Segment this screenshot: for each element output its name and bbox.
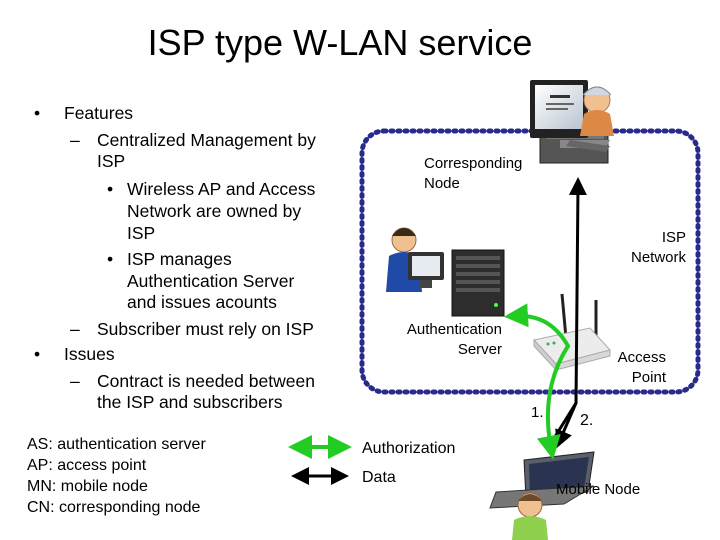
bullet-issues: Issues bbox=[64, 344, 115, 364]
sub-bullet-centralized: Centralized Management by bbox=[97, 130, 316, 150]
sub-sub-bullet-owned-cont: Network are owned by bbox=[127, 201, 302, 221]
dash-marker: – bbox=[70, 130, 80, 150]
page-title: ISP type W-LAN service bbox=[147, 22, 533, 63]
authentication-server-label-line2: Server bbox=[457, 341, 502, 358]
authentication-server-icon bbox=[386, 227, 505, 317]
sub-bullet-contract: Contract is needed between bbox=[97, 371, 315, 391]
isp-network-label: ISP Network bbox=[612, 228, 686, 268]
access-point-label-line1: Access bbox=[617, 349, 666, 366]
step-1-label: 1. bbox=[531, 404, 544, 421]
sub-sub-bullet-manages: ISP manages bbox=[127, 249, 232, 269]
bullet-marker: • bbox=[107, 249, 114, 269]
dash-marker: – bbox=[70, 319, 80, 339]
authentication-server-label-line1: Authentication bbox=[406, 321, 502, 338]
corresponding-node-label: Corresponding Node bbox=[424, 154, 522, 194]
bullet-features: Features bbox=[64, 103, 134, 123]
mobile-node-label: Mobile Node bbox=[556, 481, 641, 498]
step-2-label: 2. bbox=[580, 412, 594, 429]
abbreviation-cn: CN: corresponding node bbox=[27, 499, 201, 516]
dash-marker: – bbox=[70, 371, 80, 391]
bullet-marker: • bbox=[107, 179, 114, 199]
legend-authorization-label: Authorization bbox=[362, 440, 456, 457]
sub-bullet-centralized-cont: ISP bbox=[97, 151, 126, 171]
isp-network-label-line2: Network bbox=[630, 249, 686, 266]
sub-sub-bullet-manages-cont2: and issues acounts bbox=[127, 292, 277, 312]
legend-data-label: Data bbox=[362, 469, 396, 486]
access-point-label: Access Point bbox=[600, 348, 666, 388]
access-point-icon bbox=[533, 293, 611, 372]
data-flow-return-arrow bbox=[555, 402, 578, 449]
sub-bullet-contract-cont: the ISP and subscribers bbox=[97, 392, 283, 412]
isp-network-label-line1: ISP bbox=[661, 229, 686, 246]
bullet-marker: • bbox=[34, 344, 41, 364]
sub-sub-bullet-owned-cont2: ISP bbox=[127, 223, 156, 243]
abbreviation-list: AS: authentication server AP: access poi… bbox=[27, 434, 206, 518]
corresponding-node-computer-icon bbox=[530, 80, 614, 164]
abbreviation-ap: AP: access point bbox=[27, 457, 147, 474]
access-point-label-line2: Point bbox=[631, 369, 666, 386]
corresponding-node-label-line2: Node bbox=[424, 175, 460, 192]
sub-bullet-rely: Subscriber must rely on ISP bbox=[97, 319, 314, 339]
authorization-flow-arrow bbox=[504, 303, 571, 460]
abbreviation-as: AS: authentication server bbox=[27, 436, 206, 453]
bullet-marker: • bbox=[34, 103, 41, 123]
sub-sub-bullet-manages-cont: Authentication Server bbox=[127, 271, 295, 291]
corresponding-node-label-line1: Corresponding bbox=[424, 155, 523, 172]
mobile-node-laptop-icon bbox=[489, 451, 595, 540]
sub-sub-bullet-owned: Wireless AP and Access bbox=[127, 179, 316, 199]
authentication-server-label: Authentication Server bbox=[380, 320, 502, 360]
abbreviation-mn: MN: mobile node bbox=[27, 478, 148, 495]
